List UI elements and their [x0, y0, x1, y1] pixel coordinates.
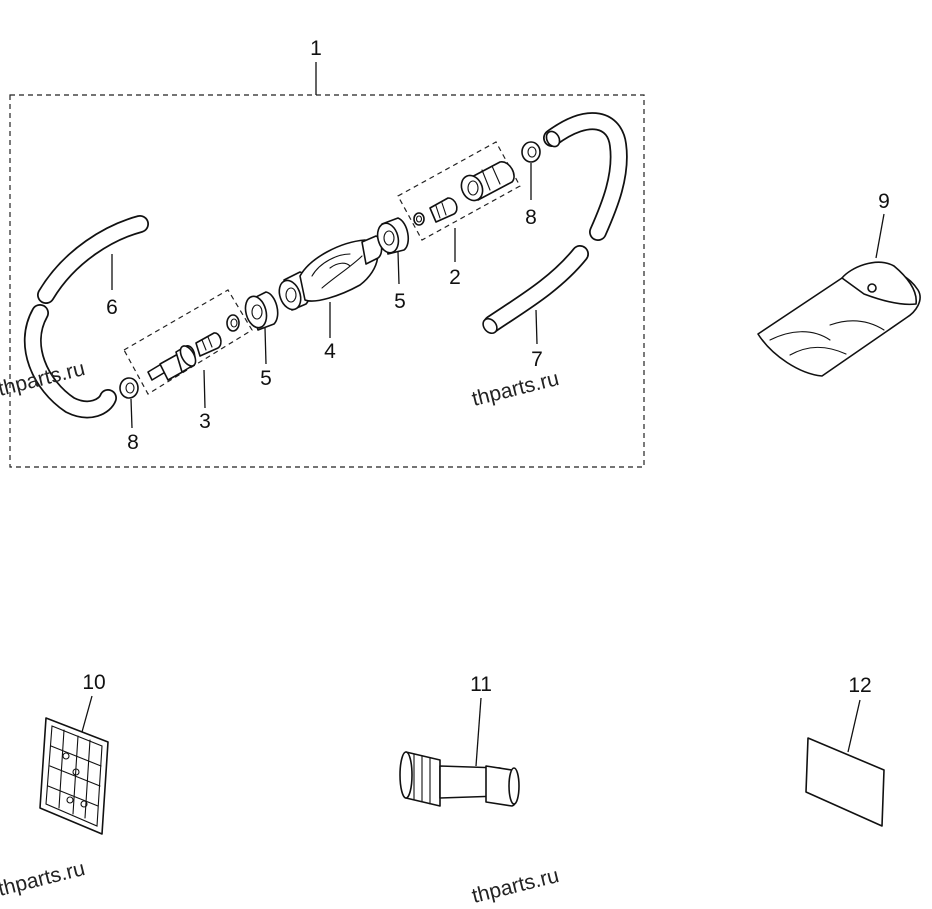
connector-male-box	[123, 289, 253, 395]
connector-male-leader	[203, 369, 206, 409]
collar-left[interactable]	[242, 291, 279, 331]
hose-adapter[interactable]	[399, 751, 520, 807]
callout-primer-bulb[interactable]: 4	[324, 340, 336, 363]
callout-hose-left[interactable]: 6	[106, 296, 118, 319]
clip-left[interactable]	[119, 377, 139, 399]
callout-hose-right[interactable]: 7	[531, 348, 543, 371]
callout-hose-adapter[interactable]: 11	[470, 673, 492, 696]
collar-right[interactable]	[374, 217, 410, 255]
callout-collar-right[interactable]: 5	[394, 290, 406, 313]
connector-female[interactable]	[413, 161, 515, 226]
callout-clip-right[interactable]: 8	[525, 206, 537, 229]
watermark: thparts.ru	[0, 857, 87, 901]
connector-male[interactable]	[147, 314, 240, 381]
callout-kit[interactable]: 1	[310, 37, 322, 60]
callout-connector-female[interactable]: 2	[449, 266, 461, 289]
callout-collar-left[interactable]: 5	[260, 367, 272, 390]
collar-left-leader	[264, 327, 267, 365]
hose-adapter-leader	[475, 697, 482, 767]
label-card-leader	[847, 699, 861, 753]
tool-bag-leader	[875, 213, 885, 259]
watermark: thparts.ru	[470, 367, 562, 411]
collar-right-leader	[397, 251, 400, 285]
tool-bag[interactable]	[757, 261, 921, 377]
hose-right[interactable]	[480, 112, 628, 336]
filter-screen-leader	[81, 695, 93, 733]
kit-boundary	[9, 94, 645, 468]
callout-tool-bag[interactable]: 9	[878, 190, 890, 213]
clip-left-leader	[130, 398, 133, 429]
primer-bulb[interactable]	[275, 235, 383, 313]
callout-label-card[interactable]: 12	[848, 674, 871, 697]
callout-filter-screen[interactable]: 10	[82, 671, 105, 694]
hose-right-leader	[535, 309, 538, 345]
hose-left[interactable]	[23, 215, 149, 419]
connector-female-box	[397, 141, 521, 241]
callout-connector-male[interactable]: 3	[199, 410, 211, 433]
label-card[interactable]	[805, 737, 885, 827]
callout-clip-left[interactable]: 8	[127, 431, 139, 454]
clip-right[interactable]	[521, 141, 541, 163]
filter-screen[interactable]	[39, 717, 109, 835]
watermark: thparts.ru	[470, 864, 562, 908]
